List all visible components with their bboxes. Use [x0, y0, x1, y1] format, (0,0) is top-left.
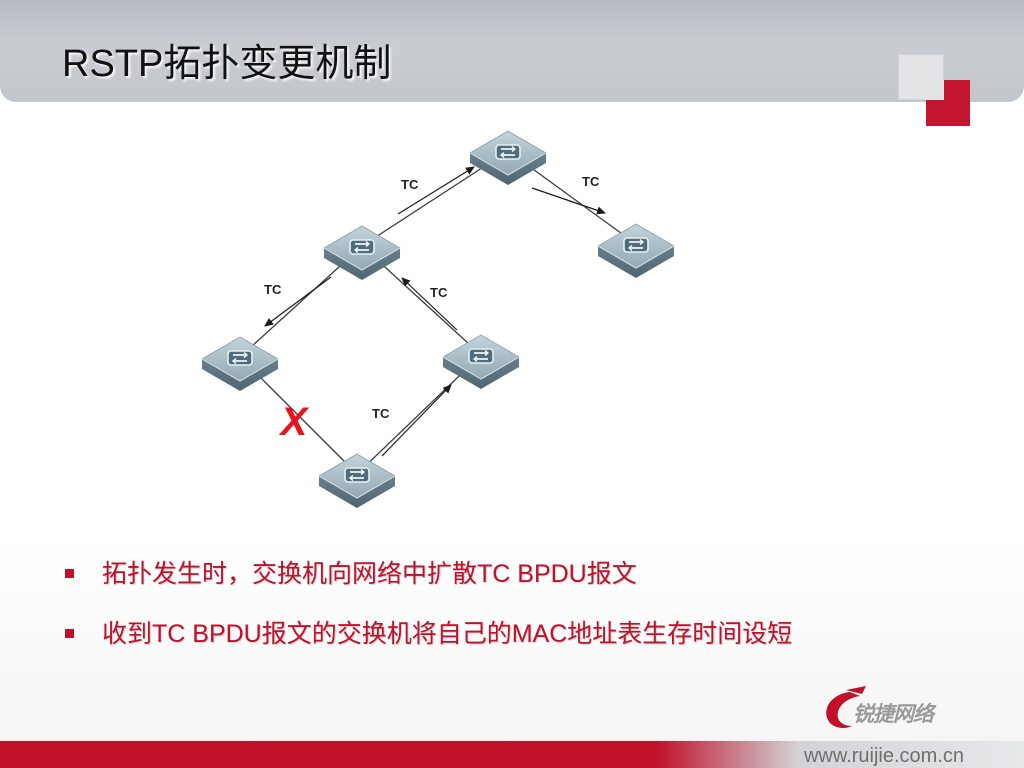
link-failure-mark: X — [279, 400, 310, 444]
tc-label-midright-mid: TC — [430, 285, 448, 300]
logo-text: 锐捷网络 — [853, 703, 934, 726]
tc-label-mid-left: TC — [264, 282, 282, 297]
switch-icon — [318, 453, 396, 509]
tc-arrow-bottom-to-midright — [381, 384, 452, 457]
ruijie-logo — [826, 686, 866, 728]
tc-arrow-root-to-right — [531, 187, 606, 215]
footer-bar — [0, 741, 1024, 768]
tc-label-root-right: TC — [582, 174, 600, 189]
header-band — [0, 0, 1024, 102]
bullet-list: 拓扑发生时，交换机向网络中扩散TC BPDU报文 收到TC BPDU报文的交换机… — [62, 554, 982, 674]
corner-decoration-overlap — [926, 80, 944, 100]
bullet-text: 收到TC BPDU报文的交换机将自己的MAC地址表生存时间设短 — [102, 620, 793, 648]
switch-icon — [469, 130, 547, 186]
bullet-text: 拓扑发生时，交换机向网络中扩散TC BPDU报文 — [102, 560, 637, 588]
tc-label-mid-root: TC — [401, 177, 419, 192]
bullet-item: 收到TC BPDU报文的交换机将自己的MAC地址表生存时间设短 — [62, 614, 982, 674]
tc-arrow-midright-to-mid — [401, 277, 458, 331]
tc-label-bottom-midright: TC — [372, 406, 390, 421]
tc-arrow-mid-to-root — [397, 166, 475, 215]
switch-icon — [597, 223, 675, 279]
footer-url: www.ruijie.com.cn — [803, 745, 964, 767]
bullet-item: 拓扑发生时，交换机向网络中扩散TC BPDU报文 — [62, 554, 982, 614]
tc-arrow-mid-to-left — [264, 276, 332, 327]
bullet-marker — [65, 569, 74, 578]
slide-title: RSTP拓扑变更机制 — [62, 43, 392, 85]
tc-arrows — [264, 166, 606, 457]
switch-icon — [323, 225, 401, 281]
bullet-marker — [65, 629, 74, 638]
